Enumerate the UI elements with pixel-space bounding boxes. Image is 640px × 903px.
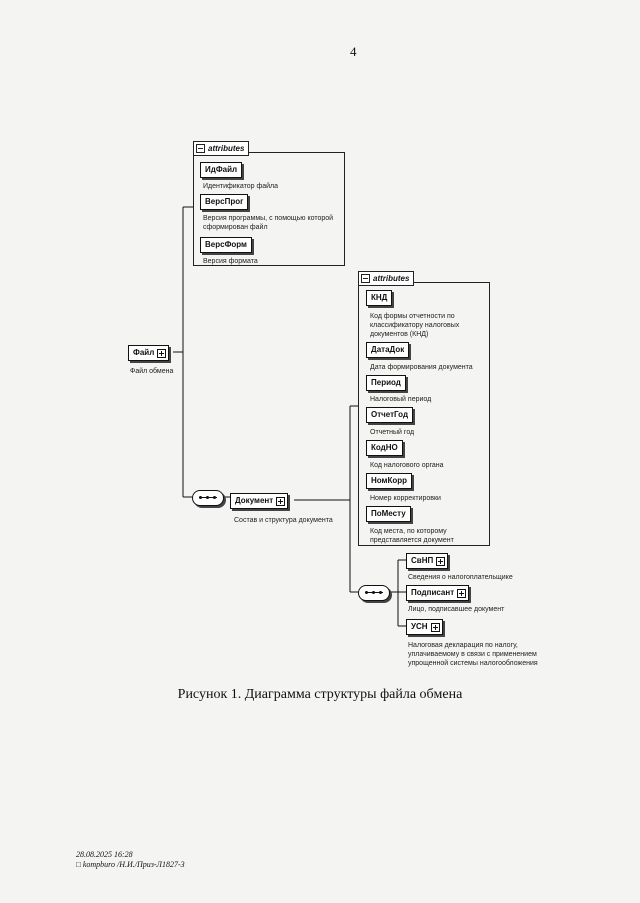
attribute-label: ОтчетГод [371, 410, 409, 419]
node-desc: Лицо, подписавшее документ [408, 606, 505, 613]
footer-timestamp: 28.08.2025 16:28 [76, 850, 133, 859]
expand-icon[interactable] [457, 589, 467, 598]
attribute-label: ВерсФорм [205, 240, 247, 249]
node-document[interactable]: Документ [230, 493, 289, 509]
file-attributes-group [193, 152, 345, 266]
attribute-desc: Версия формата [203, 258, 258, 265]
attribute-desc: Код формы отчетности по классификатору н… [370, 313, 460, 338]
expand-icon[interactable] [430, 623, 440, 632]
node-desc: Налоговая декларация по налогу, уплачива… [408, 642, 538, 667]
attribute-knd[interactable]: КНД [366, 290, 393, 306]
node-document-label: Документ [235, 496, 274, 505]
root-node-desc: Файл обмена [130, 368, 174, 375]
attribute-desc: Дата формирования документа [370, 364, 473, 371]
attribute-label: ДатаДок [371, 345, 405, 354]
attribute-versprog[interactable]: ВерсПрог [200, 194, 249, 210]
page-number: 4 [350, 44, 357, 59]
node-podpisant[interactable]: Подписант [406, 585, 470, 601]
attributes-header-label: attributes [208, 144, 245, 153]
expand-icon[interactable] [157, 349, 167, 358]
attribute-label: КНД [371, 293, 388, 302]
attribute-otchetgod[interactable]: ОтчетГод [366, 407, 414, 423]
node-document-desc: Состав и структура документа [234, 517, 333, 524]
sequence-icon [358, 585, 390, 601]
attribute-label: НомКорр [371, 476, 408, 485]
node-label: СвНП [411, 556, 434, 565]
attribute-period[interactable]: Период [366, 375, 406, 391]
attribute-kodno[interactable]: КодНО [366, 440, 403, 456]
attribute-label: ИдФайл [205, 165, 238, 174]
attribute-datadok[interactable]: ДатаДок [366, 342, 410, 358]
footer-path: □ kompburo /Н.И./Приз-Л1827-3 [76, 860, 185, 869]
document-attributes-header[interactable]: attributes [358, 271, 415, 286]
attribute-idfile[interactable]: ИдФайл [200, 162, 243, 178]
root-node-file[interactable]: Файл [128, 345, 170, 361]
expand-icon[interactable] [436, 557, 446, 566]
document-attributes-group [358, 282, 490, 546]
node-svnp[interactable]: СвНП [406, 553, 449, 569]
attribute-pomestu[interactable]: ПоМесту [366, 506, 411, 522]
attribute-label: ПоМесту [371, 509, 406, 518]
root-node-label: Файл [133, 348, 155, 357]
attributes-header-label: attributes [373, 274, 410, 283]
attribute-desc: Код налогового органа [370, 462, 444, 469]
attribute-label: ВерсПрог [205, 197, 244, 206]
node-label: Подписант [411, 588, 455, 597]
attribute-desc: Идентификатор файла [203, 183, 279, 190]
attribute-desc: Отчетный год [370, 429, 415, 436]
collapse-icon[interactable] [196, 144, 205, 153]
node-label: УСН [411, 622, 428, 631]
attribute-desc: Версия программы, с помощью которой сфор… [203, 215, 334, 231]
figure-caption: Рисунок 1. Диаграмма структуры файла обм… [177, 687, 463, 702]
file-attributes-header[interactable]: attributes [193, 141, 250, 156]
node-desc: Сведения о налогоплательщике [408, 574, 513, 581]
attribute-desc: Номер корректировки [370, 495, 441, 502]
sequence-icon [192, 490, 224, 506]
attribute-nomkorr[interactable]: НомКорр [366, 473, 413, 489]
collapse-icon[interactable] [361, 274, 370, 283]
attribute-versform[interactable]: ВерсФорм [200, 237, 252, 253]
attribute-label: Период [371, 378, 401, 387]
attribute-label: КодНО [371, 443, 398, 452]
attribute-desc: Код места, по которому представляется до… [370, 528, 454, 544]
node-usn[interactable]: УСН [406, 619, 443, 635]
expand-icon[interactable] [276, 497, 286, 506]
attribute-desc: Налоговый период [370, 396, 432, 403]
